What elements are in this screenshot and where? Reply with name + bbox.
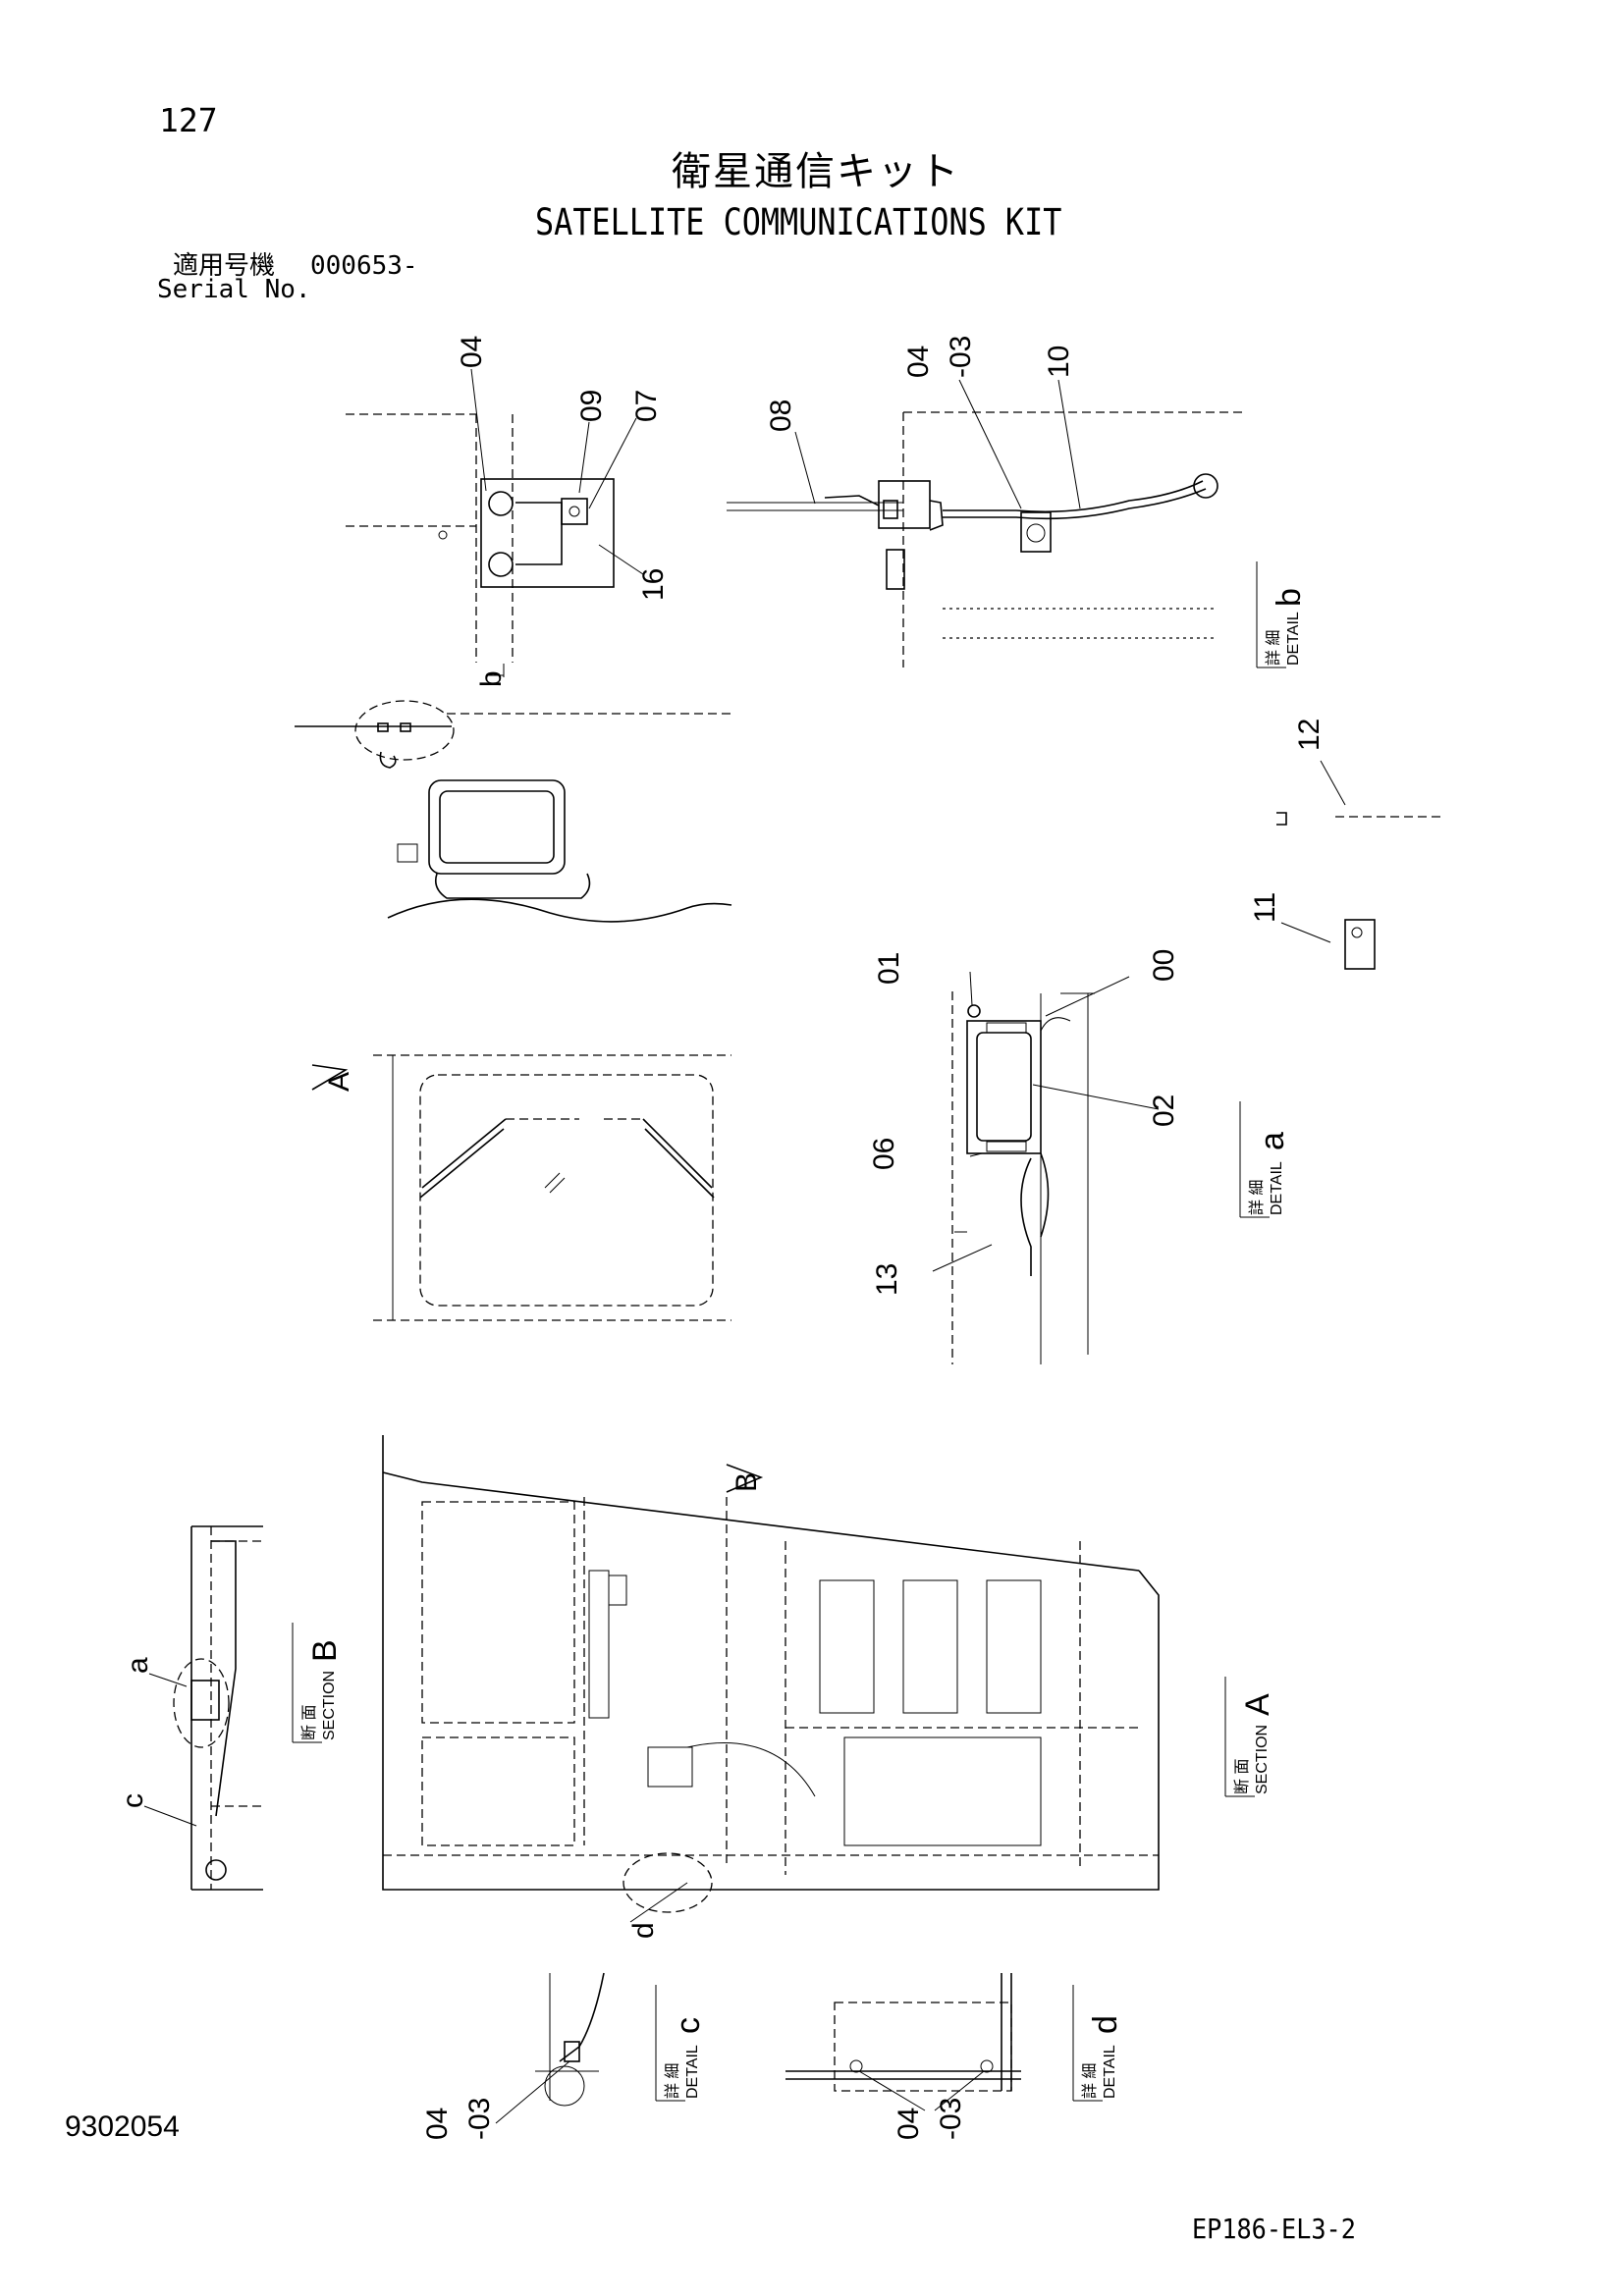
title-japanese: 衛星通信キット <box>672 149 960 194</box>
label-detail-c-letter: c <box>670 2017 707 2034</box>
view-a-window <box>311 1054 731 1321</box>
callout-11: 11 <box>1249 892 1281 923</box>
document-number: 9302054 <box>65 2110 180 2143</box>
label-detail-b-ja: 詳 細 <box>1265 630 1282 666</box>
callout-04-03-b-part1: 04 <box>902 346 935 378</box>
view-b-marker: B <box>731 1472 763 1492</box>
label-detail-d-ja: 詳 細 <box>1081 2063 1099 2099</box>
callout-06: 06 <box>868 1138 900 1170</box>
label-section-a-en: SECTION <box>1254 1725 1271 1794</box>
callout-07: 07 <box>630 390 663 422</box>
view-cab-main <box>382 1435 1160 1923</box>
label-detail-b-letter: b <box>1271 588 1308 607</box>
view-detail-a <box>932 971 1160 1364</box>
label-detail-a-en: DETAIL <box>1269 1161 1285 1215</box>
detail-a-marker: a <box>122 1657 154 1674</box>
parts-12-11 <box>1276 760 1443 970</box>
label-section-b-ja: 断 面 <box>300 1705 318 1740</box>
drawing-reference-code: EP186-EL3-2 <box>1192 2213 1356 2245</box>
label-detail-c-ja: 詳 細 <box>664 2063 681 2099</box>
callout-01: 01 <box>873 952 905 985</box>
callout-08: 08 <box>765 400 797 432</box>
callout-04-03-b-part2: -03 <box>945 336 977 378</box>
view-a-marker: A <box>323 1072 355 1092</box>
label-detail-a: 詳 細 DETAIL a <box>1239 1101 1291 1218</box>
page-number: 127 <box>159 101 218 139</box>
callout-12: 12 <box>1293 719 1326 751</box>
serial-label-english: Serial No. <box>157 275 311 304</box>
view-detail-d <box>785 1973 1021 2111</box>
detail-c-marker: c <box>117 1793 149 1808</box>
serial-label-japanese: 適用号機 <box>173 251 276 281</box>
callout-04-03-c-part2: -03 <box>463 2098 496 2140</box>
label-section-b-letter: B <box>306 1639 344 1662</box>
label-detail-d-en: DETAIL <box>1102 2045 1118 2099</box>
callout-04-03-d-part2: -03 <box>935 2098 967 2140</box>
serial-number-value: 000653- <box>310 251 418 281</box>
label-detail-b-en: DETAIL <box>1285 612 1302 666</box>
view-mount-plate <box>295 368 732 923</box>
label-detail-d: 詳 細 DETAIL d <box>1072 1985 1124 2102</box>
label-detail-b: 詳 細 DETAIL b <box>1256 561 1308 668</box>
view-detail-c <box>495 1972 605 2124</box>
label-section-b-en: SECTION <box>321 1671 338 1740</box>
label-detail-c: 詳 細 DETAIL c <box>655 1985 707 2102</box>
callout-02: 02 <box>1148 1095 1180 1127</box>
label-detail-d-letter: d <box>1087 2015 1124 2034</box>
callout-09: 09 <box>575 390 608 422</box>
detail-d-marker: d <box>627 1922 660 1939</box>
callout-04-03-c-part1: 04 <box>421 2108 454 2140</box>
callout-04: 04 <box>456 336 488 368</box>
callout-16: 16 <box>637 568 670 601</box>
callout-00: 00 <box>1148 949 1180 982</box>
callout-04-03-d-part1: 04 <box>893 2108 925 2140</box>
label-detail-a-ja: 詳 細 <box>1248 1180 1266 1215</box>
callout-13: 13 <box>871 1263 903 1296</box>
label-section-a-letter: A <box>1239 1693 1276 1716</box>
title-english: SATELLITE COMMUNICATIONS KIT <box>535 201 1062 243</box>
view-section-b <box>143 1525 263 1891</box>
label-detail-a-letter: a <box>1254 1132 1291 1150</box>
view-detail-b <box>727 379 1247 667</box>
callout-10: 10 <box>1043 346 1075 378</box>
label-section-a-ja: 断 面 <box>1233 1759 1251 1794</box>
detail-b-marker: b <box>475 670 508 687</box>
label-section-b: 断 面 SECTION B <box>292 1623 344 1743</box>
label-detail-c-en: DETAIL <box>684 2045 701 2099</box>
label-section-a: 断 面 SECTION A <box>1224 1677 1276 1797</box>
